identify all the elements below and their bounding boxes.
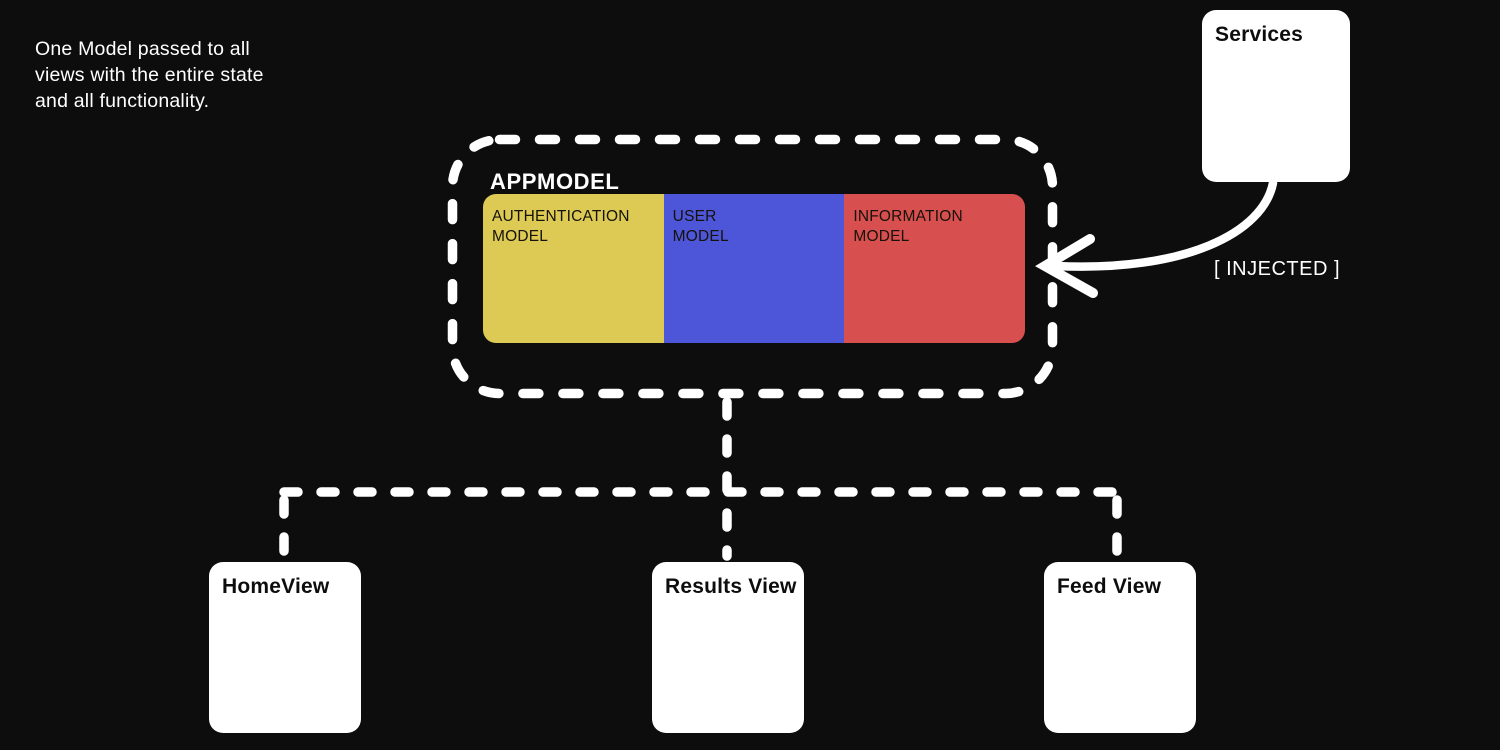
home-view-title: HomeView (222, 575, 330, 598)
injection-arrowhead-icon (1035, 234, 1098, 298)
model-label-line: AUTHENTICATION (492, 208, 630, 225)
note-text: One Model passed to all views with the e… (35, 36, 264, 114)
appmodel-blocks-row: AUTHENTICATION MODEL USER MODEL INFORMAT… (483, 194, 1025, 343)
model-label-line: INFORMATION (853, 208, 963, 225)
model-label-line: MODEL (853, 228, 910, 245)
note-line: and all functionality. (35, 90, 210, 112)
services-card: Services (1202, 10, 1350, 182)
model-label-line: MODEL (492, 228, 549, 245)
home-view-card: HomeView (209, 562, 361, 733)
services-card-title: Services (1215, 23, 1304, 46)
note-line: views with the entire state (35, 64, 264, 86)
user-model-block: USER MODEL (663, 194, 845, 343)
appmodel-title: APPMODEL (490, 169, 620, 194)
information-model-block: INFORMATION MODEL (844, 194, 1025, 343)
model-label-line: MODEL (672, 228, 729, 245)
results-view-card: Results View (652, 562, 804, 733)
feed-view-card: Feed View (1044, 562, 1196, 733)
results-view-title: Results View (665, 575, 797, 598)
model-label-line: USER (672, 208, 717, 225)
injected-label: [ INJECTED ] (1214, 258, 1341, 280)
authentication-model-block: AUTHENTICATION MODEL (483, 194, 664, 343)
note-line: One Model passed to all (35, 38, 250, 60)
injection-arrow-shaft (1051, 178, 1278, 271)
feed-view-title: Feed View (1057, 575, 1162, 598)
